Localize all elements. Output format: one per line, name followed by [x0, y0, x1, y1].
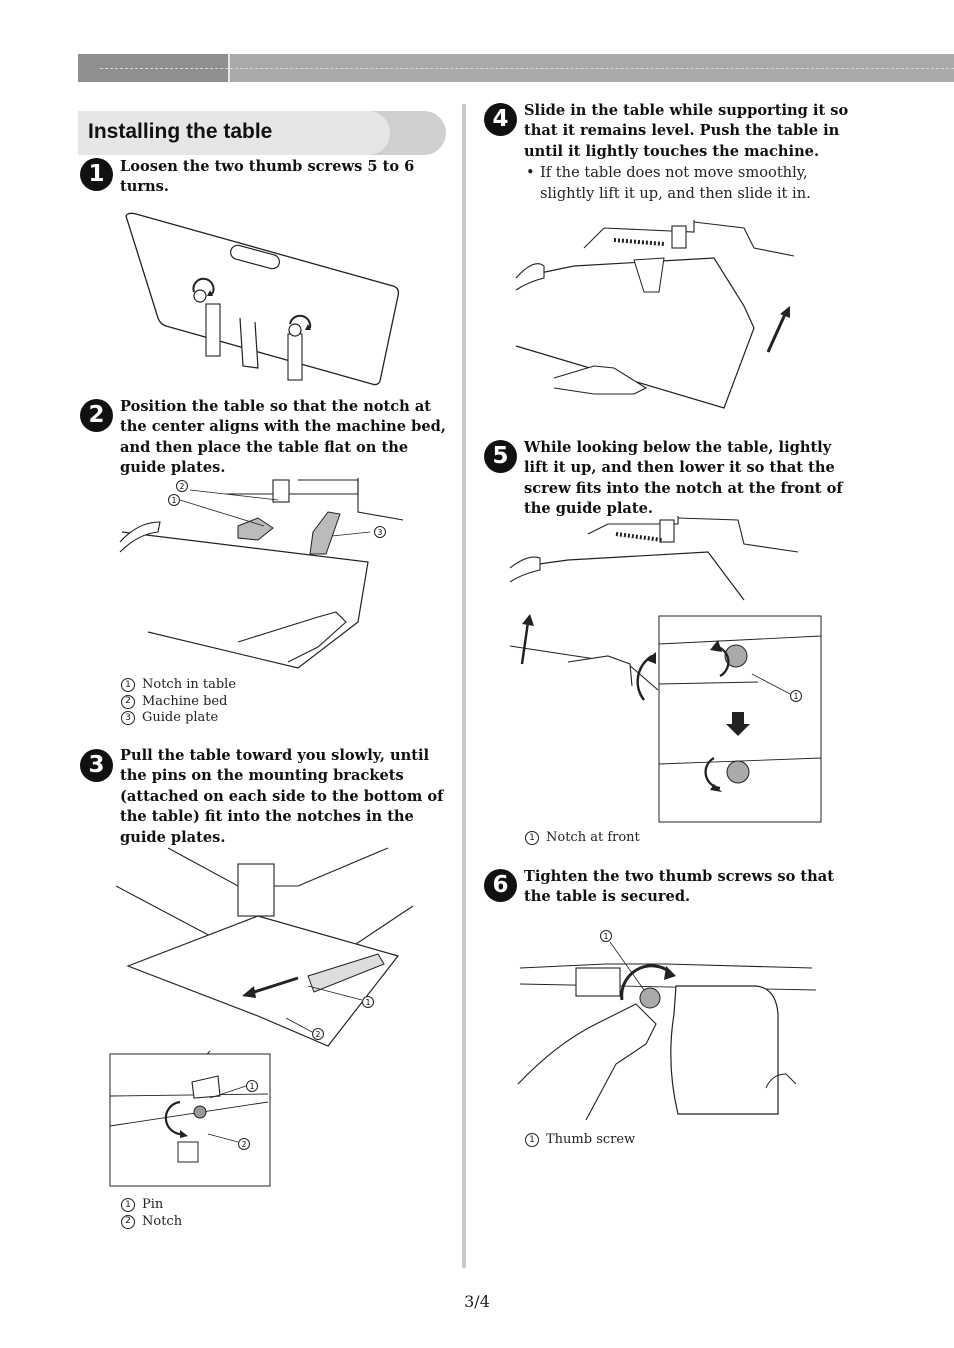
step-3-text: Pull the table toward you slowly, until …: [120, 747, 444, 846]
svg-text:3: 3: [378, 528, 383, 537]
page-number: 3/4: [464, 1292, 490, 1311]
step-4-text: Slide in the table while supporting it s…: [524, 102, 849, 160]
svg-text:2: 2: [316, 1030, 321, 1039]
svg-text:1: 1: [794, 692, 799, 701]
column-divider: [462, 104, 466, 1268]
svg-text:1: 1: [250, 1082, 255, 1091]
step-3-number: 3: [80, 749, 113, 782]
step-6-number: 6: [484, 869, 517, 902]
illustration-position-table: 1 2 3: [118, 472, 408, 672]
svg-text:1: 1: [604, 932, 609, 941]
step-1-number: 1: [80, 158, 113, 191]
svg-text:1: 1: [366, 998, 371, 1007]
illustration-lift-and-lower: 1: [508, 514, 828, 826]
step-5-text: While looking below the table, lightly l…: [524, 439, 843, 518]
illustration-tighten-screws: 1: [516, 924, 816, 1120]
step-5-number: 5: [484, 440, 517, 473]
illustration-pull-table: 1 2 1 2: [108, 846, 418, 1191]
illustration-loosen-screws: [118, 206, 408, 386]
step-1-text: Loosen the two thumb screws 5 to 6 turns…: [120, 158, 415, 196]
svg-text:2: 2: [242, 1140, 247, 1149]
section-title: Installing the table: [88, 120, 273, 143]
step-2-text: Position the table so that the notch at …: [120, 398, 446, 477]
step-2-number: 2: [80, 399, 113, 432]
step-6-text: Tighten the two thumb screws so that the…: [524, 868, 834, 906]
step-4-number: 4: [484, 103, 517, 136]
header-band-line: [100, 68, 954, 69]
svg-text:2: 2: [180, 482, 185, 491]
svg-text:1: 1: [172, 496, 177, 505]
step-4-bullet: • If the table does not move smoothly, s…: [526, 164, 811, 202]
section-title-bar: Installing the table: [78, 111, 446, 155]
illustration-slide-table: [514, 218, 804, 414]
